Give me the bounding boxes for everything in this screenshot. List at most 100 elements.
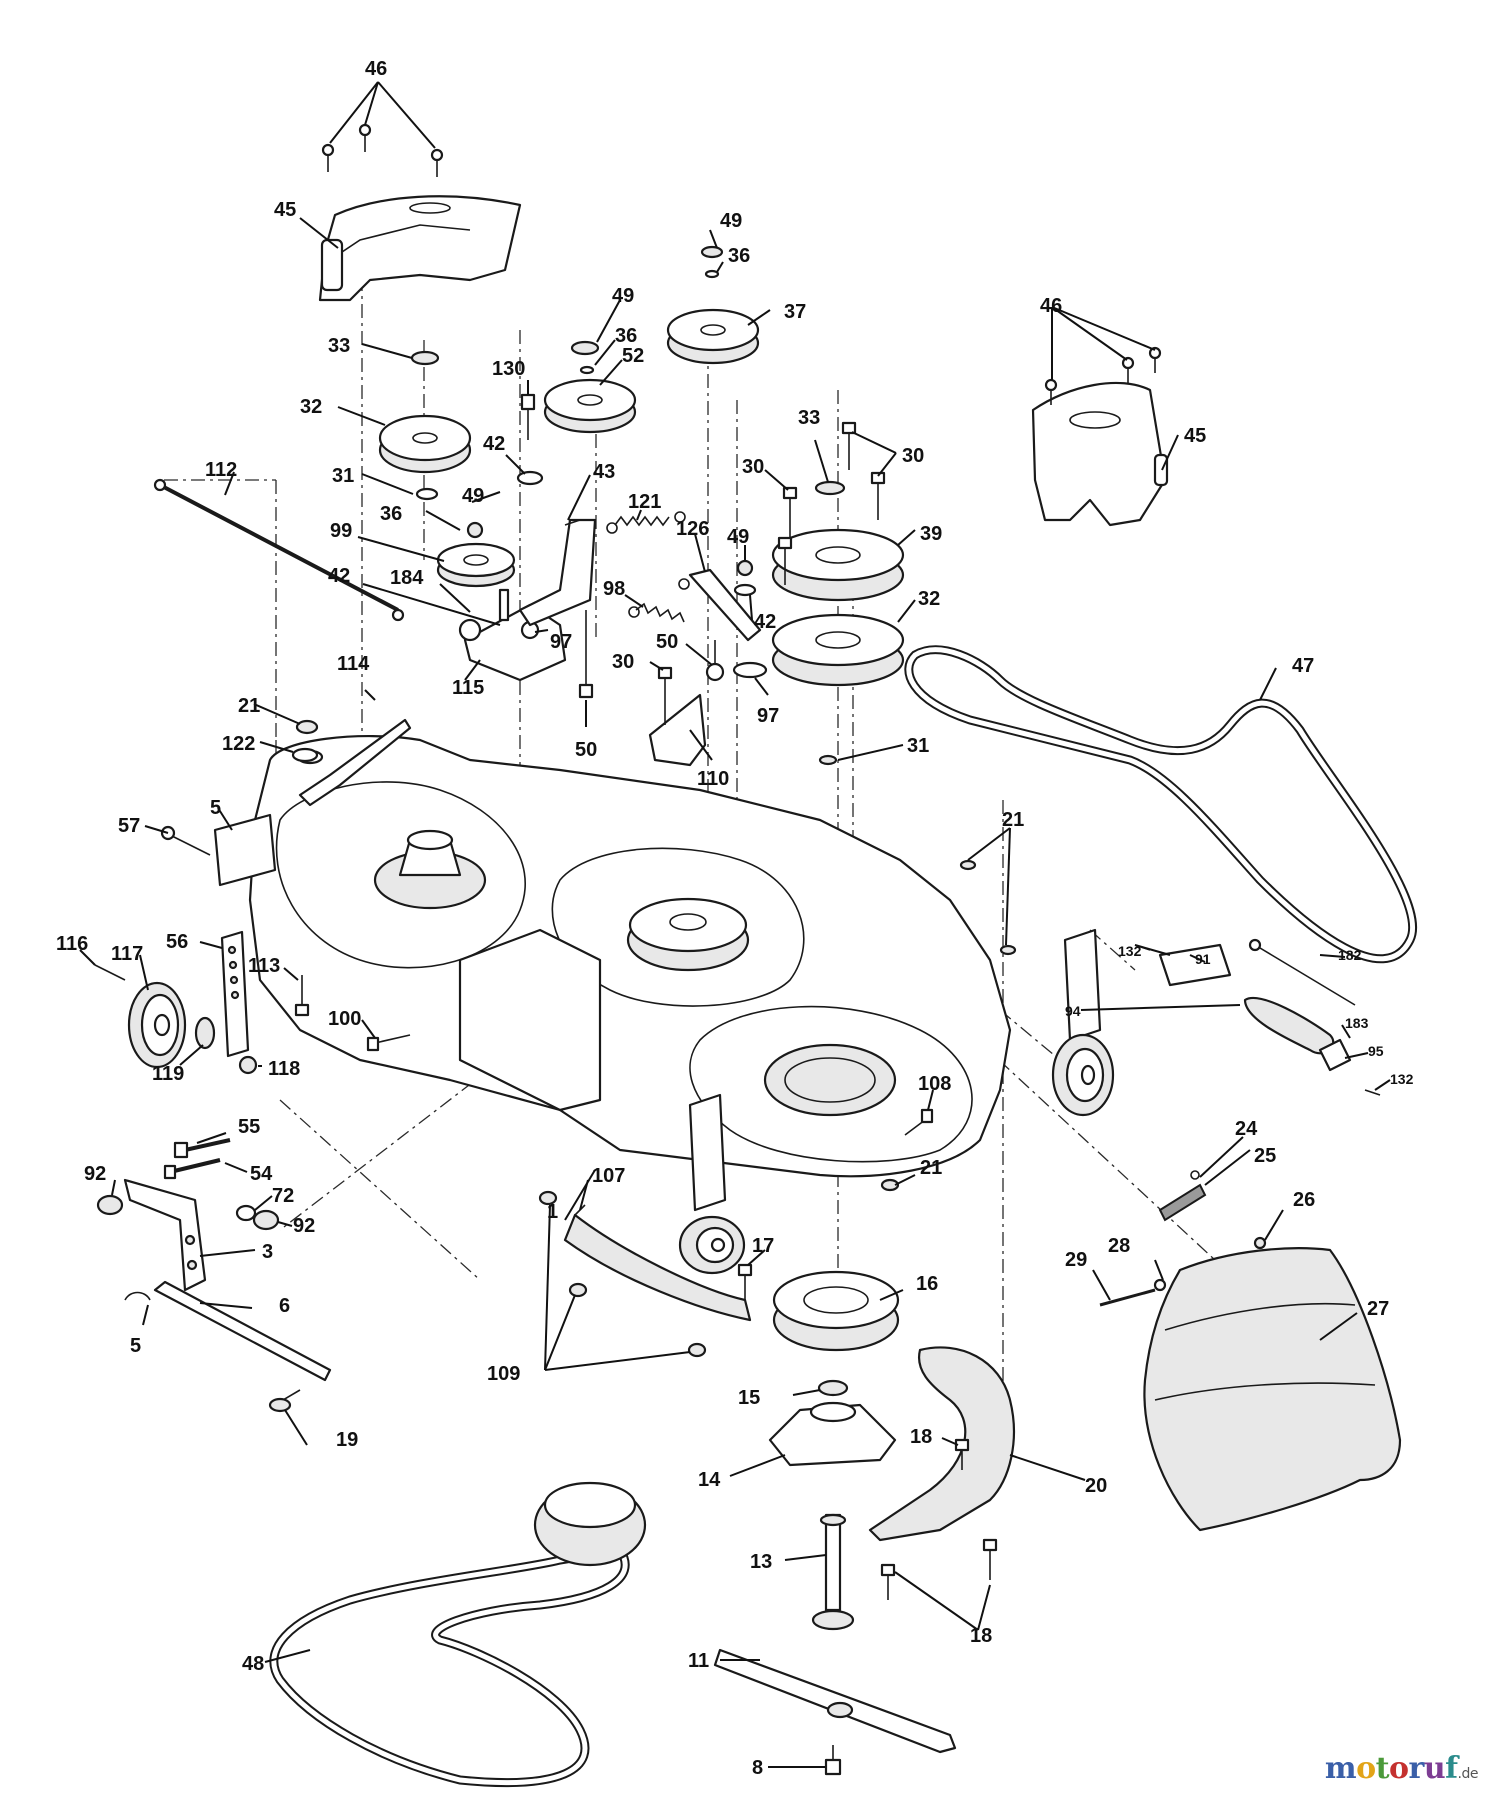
- bolts-18: [880, 1438, 998, 1600]
- spacer-16: [772, 1270, 900, 1352]
- callout-24: 24: [1235, 1118, 1258, 1140]
- callout-94: 94: [1065, 1003, 1081, 1019]
- bolts-30: [777, 421, 886, 585]
- belt-48: [269, 1481, 647, 1787]
- callout-42: 42: [483, 433, 505, 455]
- baffle-20: [868, 1346, 1016, 1542]
- callout-6: 6: [279, 1295, 290, 1317]
- wheel-right-deck: [1051, 1033, 1115, 1117]
- callout-52: 52: [622, 345, 644, 367]
- callout-14: 14: [698, 1469, 721, 1491]
- blade-11: [713, 1648, 957, 1754]
- nuts-109: [538, 1190, 707, 1358]
- nut-21-right: [880, 859, 1017, 1192]
- callout-50: 50: [656, 631, 678, 653]
- callout-92: 92: [84, 1163, 106, 1185]
- callout-labels: 46 45 33 32 31 36 49 99 184 42 112 130 4…: [56, 58, 1414, 1779]
- callout-11: 11: [688, 1650, 709, 1672]
- callout-15: 15: [738, 1387, 760, 1409]
- callout-132: 132: [1390, 1071, 1414, 1087]
- washer-72-nut-92: [235, 1204, 280, 1231]
- callout-21: 21: [1002, 809, 1024, 831]
- callout-91: 91: [1195, 951, 1211, 967]
- callout-122: 122: [222, 733, 255, 755]
- bearing-15: [817, 1379, 849, 1397]
- callout-36: 36: [380, 503, 402, 525]
- callout-42: 42: [328, 565, 350, 587]
- bolt-55: [173, 1138, 231, 1159]
- callout-17: 17: [752, 1235, 774, 1257]
- nut-92-left: [96, 1194, 124, 1216]
- bolt-108: [904, 1108, 934, 1136]
- callout-46: 46: [365, 58, 387, 80]
- callout-28: 28: [1108, 1235, 1130, 1257]
- callout-50: 50: [575, 739, 597, 761]
- link-rod-112: [153, 478, 405, 622]
- callout-33: 33: [328, 335, 350, 357]
- callout-57: 57: [118, 815, 140, 837]
- callout-13: 13: [750, 1551, 772, 1573]
- callout-54: 54: [250, 1163, 273, 1185]
- callout-116: 116: [56, 933, 88, 955]
- callout-113: 113: [248, 955, 280, 977]
- idler-arm-126: [688, 559, 762, 642]
- callout-183: 183: [1345, 1015, 1369, 1031]
- callout-92: 92: [293, 1215, 315, 1237]
- belt-cover-left: [318, 195, 522, 302]
- watermark-text: motoruf: [1324, 1751, 1458, 1786]
- callout-32: 32: [918, 588, 940, 610]
- callout-5: 5: [210, 797, 221, 819]
- roller-94-assembly: [1134, 938, 1381, 1096]
- callout-21: 21: [238, 695, 260, 717]
- callout-49: 49: [720, 210, 742, 232]
- callout-20: 20: [1085, 1475, 1107, 1497]
- callout-48: 48: [242, 1653, 264, 1675]
- callout-56: 56: [166, 931, 188, 953]
- watermark-suffix: .de: [1457, 1766, 1479, 1782]
- nut-118: [238, 1055, 258, 1075]
- callout-26: 26: [1293, 1189, 1315, 1211]
- motoruf-watermark: motoruf.de: [1324, 1751, 1479, 1786]
- bracket-110: [648, 666, 707, 767]
- belt-47: [904, 645, 1417, 964]
- bolt-130: [516, 393, 544, 486]
- bolt-17: [737, 1263, 753, 1300]
- callout-117: 117: [111, 943, 143, 965]
- callout-1: 1: [547, 1201, 558, 1223]
- callout-115: 115: [452, 677, 484, 699]
- callout-18: 18: [910, 1426, 932, 1448]
- callout-32: 32: [300, 396, 322, 418]
- callout-100: 100: [328, 1008, 361, 1030]
- leader-lines: [79, 81, 1391, 1768]
- bolt-100: [366, 1034, 411, 1052]
- callout-97: 97: [757, 705, 779, 727]
- callout-97: 97: [550, 631, 572, 653]
- washer-119: [194, 1016, 216, 1050]
- callout-109: 109: [487, 1363, 520, 1385]
- idler-arm-43: [518, 518, 597, 627]
- callout-43: 43: [593, 461, 615, 483]
- callout-39: 39: [920, 523, 942, 545]
- pin-29-28: [1099, 1278, 1167, 1307]
- wheel-117-left: [94, 964, 187, 1069]
- callout-55: 55: [238, 1116, 260, 1138]
- nuts-21-122-left: [291, 719, 319, 763]
- callout-49: 49: [462, 485, 484, 507]
- bolt-50-left: [578, 610, 594, 699]
- callout-112: 112: [205, 459, 237, 481]
- bolt-113: [294, 975, 310, 1017]
- bolt-54: [163, 1158, 221, 1180]
- spindle-housing-14: [768, 1401, 897, 1467]
- spring-98: [628, 578, 690, 623]
- callout-37: 37: [784, 301, 806, 323]
- callout-49: 49: [727, 526, 749, 548]
- bracket-56: [220, 930, 250, 1058]
- callout-3: 3: [262, 1241, 273, 1263]
- callout-98: 98: [603, 578, 625, 600]
- chute-27: [1143, 1236, 1402, 1532]
- callout-33: 33: [798, 407, 820, 429]
- callout-31: 31: [907, 735, 929, 757]
- pulley-52: [543, 340, 637, 434]
- callout-21: 21: [920, 1157, 942, 1179]
